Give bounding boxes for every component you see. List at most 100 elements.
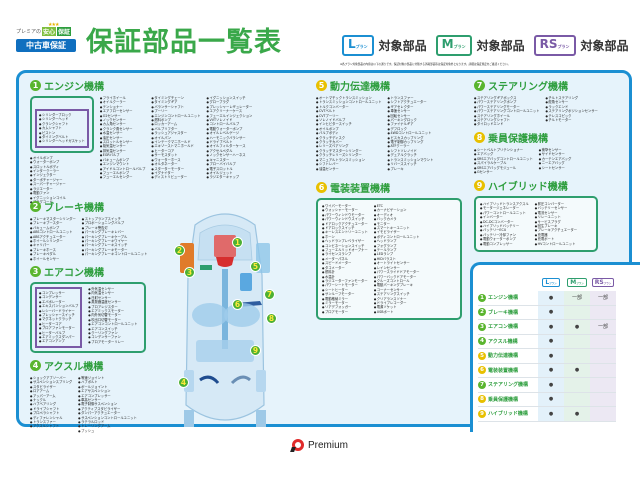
part-item: エアコンアンプ	[39, 339, 78, 343]
part-item: コーナーセンサー	[374, 288, 420, 292]
plan-badge: Lプラン	[342, 35, 374, 56]
part-item: エアサスペンション	[78, 389, 137, 393]
part-item: バッテリー冷却ファン	[480, 233, 529, 237]
part-item: アクスルシャフト	[30, 424, 72, 428]
part-item: エアクリーナーケース	[207, 109, 253, 113]
part-item: パワーコントロールユニット	[480, 211, 529, 215]
part-item: CVTベルト	[316, 109, 382, 113]
part-item: 充電ポート	[535, 237, 577, 241]
brand-small-text: プレミアの	[16, 29, 42, 35]
part-item: ビスカスカップリング	[388, 136, 434, 140]
part-item: コンデンサー	[39, 295, 78, 299]
part-item: コンプレッサー	[39, 291, 78, 295]
part-item: 内外気切替モーター	[88, 313, 137, 317]
part-item: ヘッドランプレベライザー	[322, 239, 368, 243]
part-item: ハイブリッドトランスアクスル	[480, 202, 529, 206]
cell-rs	[590, 377, 616, 393]
parts-column: シートベルトプリテンショナーエアバッグSRSエアバッグコントロールユニットスパイ…	[474, 148, 533, 174]
part-item: シリンダーヘッド	[39, 117, 85, 121]
part-item: エキゾーストマニホールド	[151, 144, 200, 148]
part-item: パワースライドドアモーター	[374, 270, 420, 274]
part-item: シリンダーブロック	[39, 113, 85, 117]
cell-rs: 一部	[590, 319, 616, 335]
row-number-icon: 3	[478, 322, 486, 331]
part-item: エアコンプレッサー	[78, 394, 137, 398]
part-item: エアフローセンサー	[100, 109, 146, 113]
section-brake: 2ブレーキ機構ブレーキマスターシリンダーブレーキブースターバキュームポンプABS…	[30, 199, 147, 261]
plan-l: Lプラン対象部品	[342, 35, 427, 56]
part-item: カーテンエアバッグ	[539, 157, 572, 161]
section-title: ブレーキ機構	[44, 203, 104, 214]
part-item: ディストリビューター	[151, 175, 200, 179]
part-item: デフロック	[388, 127, 434, 131]
part-item: グロープラグ	[207, 100, 253, 104]
part-item: エアバッグ	[474, 152, 533, 156]
callout-4: 4	[178, 377, 189, 388]
part-item: ATFクーラー	[388, 144, 434, 148]
part-item: ギアセレクター	[388, 105, 434, 109]
part-item: エアコンスイッチ	[88, 327, 137, 331]
part-item: 車高センサー	[78, 398, 137, 402]
footer-logo: Premium	[292, 439, 348, 451]
part-item: サイドセンサー	[539, 152, 572, 156]
part-item: ハイブリッドバッテリー	[480, 224, 529, 228]
part-item: クランクシャフト	[39, 122, 85, 126]
part-item: ブロアレジスター	[88, 305, 137, 309]
rs-plan-box: コンプレッサーコンデンサーエバポレーターエキスパンションバルブレシーバードライヤ…	[35, 287, 83, 348]
part-item: オートマチックトランスミッション	[316, 96, 382, 100]
part-item: 電動パーキングブレーキ	[374, 283, 420, 287]
parts-column: 昇圧コンバーターバッテリーセンサー電流センサーリレーユニットサービスプラグ回生ブ…	[535, 202, 577, 246]
part-item: インバーター	[480, 215, 529, 219]
section-number-icon: 4	[30, 360, 41, 371]
part-item: 回転センサー	[388, 114, 434, 118]
row-number-icon: 6	[478, 366, 486, 375]
part-item: ラジエーター	[30, 187, 94, 191]
part-item: ウォーターホース	[151, 158, 200, 162]
part-item: シフトアクチュエーター	[388, 100, 434, 104]
part-item: ホーン	[322, 235, 368, 239]
section-title: エアコン機構	[44, 268, 104, 279]
part-item: エキスパンションバルブ	[39, 304, 78, 308]
part-item: プレッシャースイッチ	[39, 313, 78, 317]
part-item: ボディコントロールユニット	[374, 235, 420, 239]
part-item: イグナイター	[151, 171, 200, 175]
section-engine: 1エンジン機構シリンダーブロックシリンダーヘッドクランクシャフトカムシャフトピス…	[30, 78, 252, 204]
section-title: 動力伝達機構	[330, 82, 390, 93]
part-item: 電動格納ミラー	[322, 297, 368, 301]
cell-m	[564, 305, 590, 320]
section-occupant-protection: 8乗員保護機構シートベルトプリテンショナーエアバッグSRSエアバッグコントロール…	[474, 130, 571, 174]
part-item: エアコンコントロールユニット	[88, 322, 137, 326]
part-item: 昇圧コンバーター	[535, 202, 577, 206]
part-item: オイルクーラー	[100, 100, 146, 104]
part-item: ホイールシリンダー	[30, 239, 76, 243]
cell-l: ●	[538, 348, 564, 364]
part-item: インテークマニホールド	[151, 140, 200, 144]
cell-m: 一部	[564, 290, 590, 306]
part-item: 吹出口切替モーター	[88, 318, 137, 322]
row-label: ハイブリッド機構	[488, 411, 528, 418]
part-item: トランスファー	[30, 420, 72, 424]
part-item: アイドルコントロールバルブ	[100, 167, 146, 171]
part-item: ハブベアリング	[30, 402, 72, 406]
part-item: ステアリングスイッチ	[374, 292, 420, 296]
parts-column: ブレーキマスターシリンダーブレーキブースターバキュームポンプABSコントロールユ…	[30, 217, 76, 261]
section-hybrid: 9ハイブリッド機構ハイブリッドトランスアクスルモータージェネレーターパワーコント…	[474, 178, 598, 253]
part-item: コントロールバルブ	[207, 122, 253, 126]
parts-column: イグニッションスイッチグロープラグプレッシャーレギュレーターエアクリーナーケース…	[207, 96, 253, 204]
part-item: ヒーターコア	[151, 149, 200, 153]
part-item: バッテリーECU	[480, 228, 529, 232]
footer-brand: Premium	[308, 439, 349, 451]
part-item: プーリー	[151, 109, 200, 113]
section-title: 乗員保護機構	[488, 134, 548, 145]
part-item: デュアルクラッチ	[388, 153, 434, 157]
part-item: テレスコピック	[545, 114, 597, 118]
part-item: 内気温センサー	[88, 291, 137, 295]
part-item: オイルパン	[151, 136, 200, 140]
part-item: 吸気温センサー	[100, 144, 146, 148]
part-item: タイミングベルト	[39, 135, 85, 139]
